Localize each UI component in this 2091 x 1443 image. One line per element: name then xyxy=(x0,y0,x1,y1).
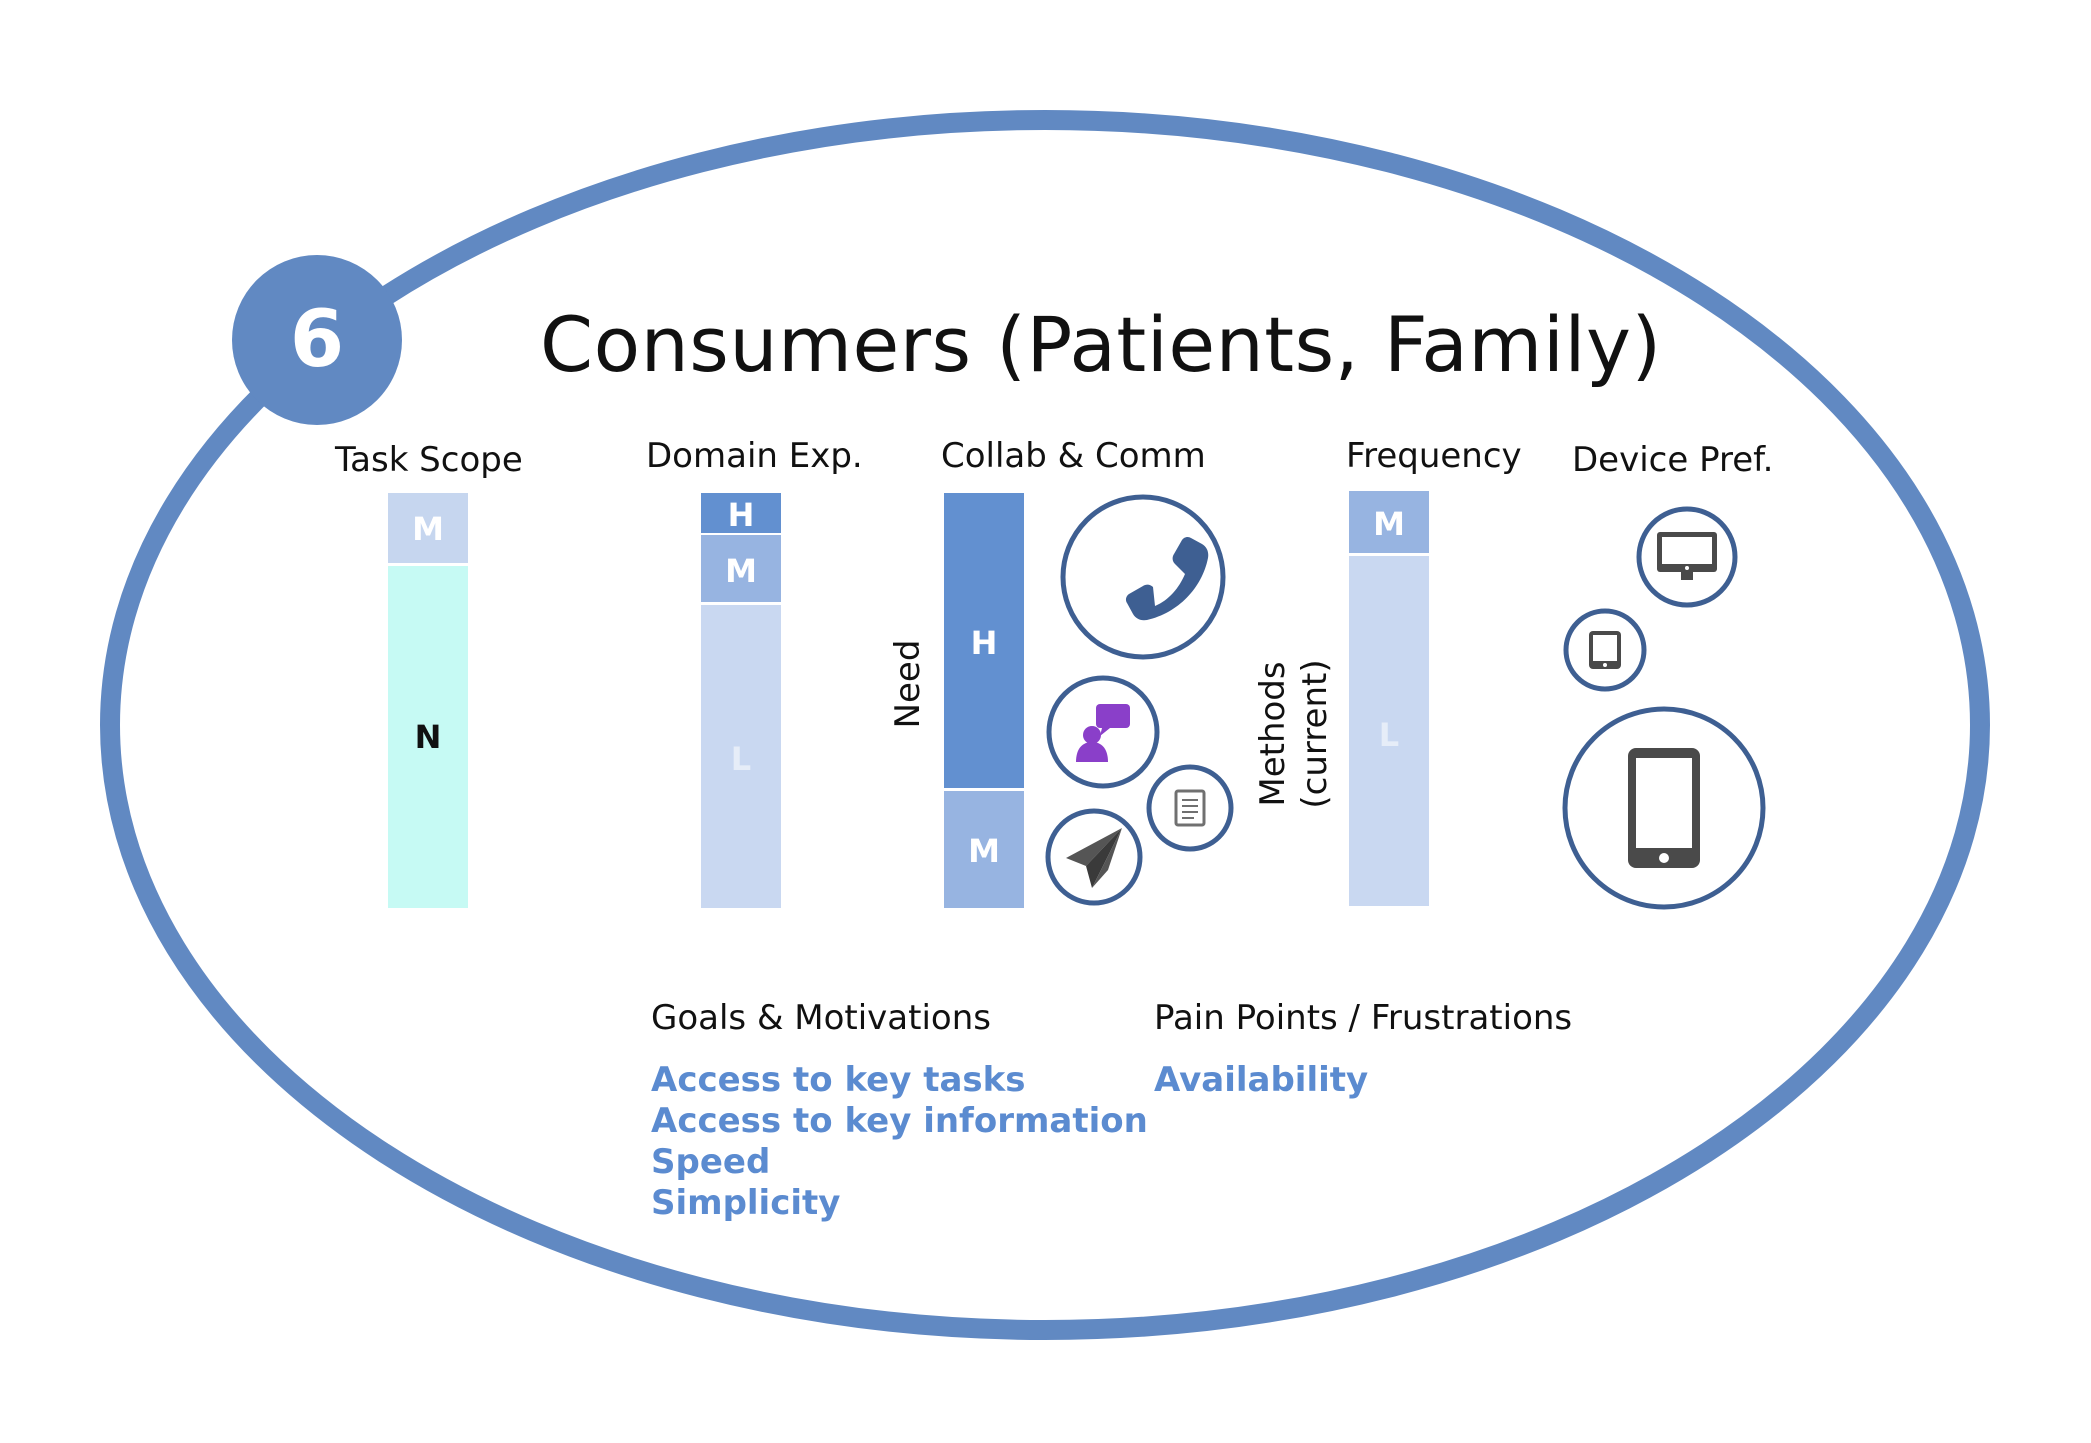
smartphone-icon xyxy=(1562,706,1766,910)
persona-ring xyxy=(100,110,1990,1340)
persona-number-badge xyxy=(232,255,402,425)
goals-list: Access to key tasks Access to key inform… xyxy=(651,1060,1148,1224)
domain-exp-heading: Domain Exp. xyxy=(646,436,863,476)
frequency-low-label: L xyxy=(1378,716,1400,754)
persona-title: Consumers (Patients, Family) xyxy=(540,300,1662,389)
domain-exp-bar-medium xyxy=(701,535,781,602)
methods-axis-label: Methods (current) xyxy=(1252,624,1340,844)
paper-plane-icon xyxy=(1045,808,1143,906)
device-pref-heading: Device Pref. xyxy=(1572,440,1774,480)
domain-exp-bar-high xyxy=(701,493,781,533)
pain-point-item: Availability xyxy=(1154,1060,1369,1100)
desktop-monitor-icon xyxy=(1636,506,1738,608)
goal-item: Speed xyxy=(651,1142,771,1182)
domain-exp-high-label: H xyxy=(727,496,755,534)
goals-heading: Goals & Motivations xyxy=(651,998,991,1038)
goal-item: Access to key information xyxy=(651,1101,1148,1141)
chat-person-icon xyxy=(1046,675,1160,789)
domain-exp-low-label: L xyxy=(730,740,752,778)
tablet-icon xyxy=(1563,608,1647,692)
methods-label-line1: Methods xyxy=(1253,661,1293,807)
pain-points-list: Availability xyxy=(1154,1060,1368,1101)
goal-item: Access to key tasks xyxy=(651,1060,1026,1100)
task-scope-heading: Task Scope xyxy=(335,440,523,480)
collab-need-medium-label: M xyxy=(968,832,1000,870)
frequency-bar-medium xyxy=(1349,491,1429,553)
frequency-medium-label: M xyxy=(1373,505,1405,543)
collab-need-bar-medium xyxy=(944,791,1024,908)
task-scope-medium-label: M xyxy=(412,510,444,548)
task-scope-bar-none xyxy=(388,566,468,908)
goal-item: Simplicity xyxy=(651,1183,841,1223)
document-icon xyxy=(1146,764,1234,852)
persona-number: 6 xyxy=(289,295,345,385)
collab-comm-heading: Collab & Comm xyxy=(941,436,1206,476)
task-scope-bar-medium xyxy=(388,493,468,563)
need-axis-label: Need xyxy=(888,639,928,729)
domain-exp-bar-low xyxy=(701,605,781,908)
pain-points-heading: Pain Points / Frustrations xyxy=(1154,998,1573,1038)
phone-icon xyxy=(1060,494,1226,660)
collab-need-high-label: H xyxy=(970,624,998,662)
collab-need-bar-high xyxy=(944,493,1024,788)
frequency-heading: Frequency xyxy=(1346,436,1522,476)
domain-exp-medium-label: M xyxy=(725,552,757,590)
task-scope-none-label: N xyxy=(414,718,442,756)
frequency-bar-low xyxy=(1349,556,1429,906)
methods-label-line2: (current) xyxy=(1295,659,1335,809)
